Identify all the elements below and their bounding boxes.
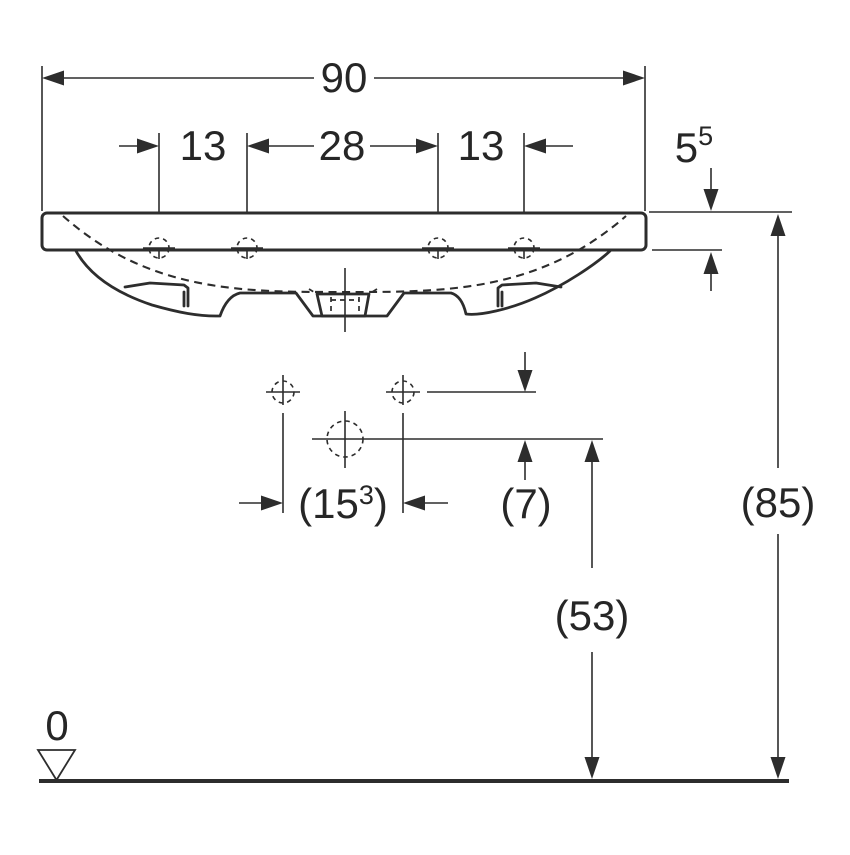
fixing-holes-view: [266, 375, 603, 513]
datum-triangle-icon: [36, 749, 77, 782]
arrowhead-down-icon: [584, 757, 600, 779]
dimension-overall-height: (85): [741, 214, 816, 779]
fixing-hole-crosshair-verticals: [282, 375, 404, 405]
arrowhead-up-icon: [517, 440, 533, 462]
dimension-85-label: (85): [741, 479, 816, 526]
dimension-53-label: (53): [555, 592, 630, 639]
arrowhead-right-icon: [623, 70, 645, 86]
datum-zero-label: 0: [45, 702, 68, 749]
tap-hole-markers: [143, 237, 540, 259]
basin-rim-outline: [40, 211, 648, 252]
dimension-15-close: ): [374, 480, 388, 527]
dimension-5-5-label: 55: [675, 121, 713, 171]
dimension-rim-thickness: 55: [649, 121, 792, 291]
dimension-15-3-label: (153): [298, 480, 388, 527]
dimension-15-superscript: 3: [359, 480, 374, 510]
basin-underside-silhouette: [74, 249, 612, 318]
floor-datum: 0: [36, 702, 789, 783]
bowl-hidden-curve: [62, 215, 627, 294]
arrowhead-right-icon: [403, 495, 425, 511]
dimension-28-label: 28: [319, 122, 366, 169]
arrowhead-28-left-icon: [247, 138, 269, 154]
underside-ledge-right: [496, 281, 563, 308]
drain-boss-outline: [315, 292, 371, 318]
dimension-5-superscript: 5: [698, 121, 713, 151]
arrowhead-up-icon: [584, 440, 600, 462]
arrowhead-down-icon: [703, 189, 719, 211]
dimension-5-main: 5: [675, 124, 698, 171]
dimension-13-left-label: 13: [180, 122, 227, 169]
arrowhead-13-left-icon: [137, 138, 159, 154]
dimension-drain-offset: (7): [500, 352, 552, 527]
dimension-drain-height: (53): [555, 440, 630, 779]
arrowhead-down-icon: [770, 757, 786, 779]
dimension-fixing-hole-spacing: (153): [239, 480, 448, 527]
dimension-13-right-label: 13: [458, 122, 505, 169]
arrowhead-28-right-icon: [416, 138, 438, 154]
dimension-tap-hole-spacing: 13 28 13: [119, 122, 573, 259]
arrowhead-left-icon: [42, 70, 64, 86]
underside-ledge-left: [123, 281, 190, 308]
washbasin-front-view: [40, 211, 648, 332]
dimension-7-label: (7): [500, 480, 551, 527]
arrowhead-up-icon: [770, 214, 786, 236]
arrowhead-up-icon: [703, 252, 719, 274]
dimension-90-label: 90: [321, 54, 368, 101]
arrowhead-13-right-icon: [524, 138, 546, 154]
arrowhead-down-icon: [517, 370, 533, 392]
dimension-overall-width: 90: [41, 54, 646, 211]
dimension-15-open: (15: [298, 480, 359, 527]
arrowhead-left-icon: [261, 495, 283, 511]
fixing-hole-extension-lines: [282, 413, 404, 513]
